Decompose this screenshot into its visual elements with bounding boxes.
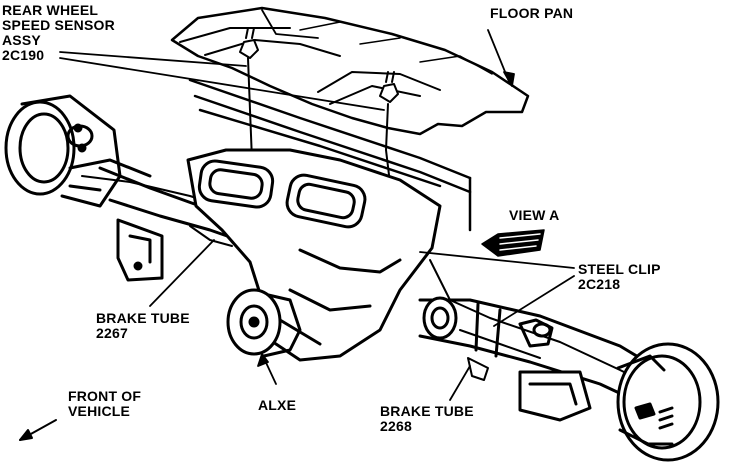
left-brake-drum: [4, 94, 122, 208]
brake-tube-2268-leader: [449, 365, 471, 401]
label-line: 2268: [380, 418, 412, 434]
right-brake-drum: [616, 342, 720, 462]
label-line: 2C190: [2, 47, 45, 63]
right-axle-tube: [418, 296, 652, 400]
brake-tube-2267-label: BRAKE TUBE 2267: [96, 311, 190, 341]
rear-wheel-speed-sensor-label: REAR WHEEL SPEED SENSOR ASSY 2C190: [2, 3, 115, 63]
label-line: FRONT OF: [68, 388, 142, 404]
label-line: SPEED SENSOR: [2, 17, 115, 33]
label-line: 2267: [96, 325, 128, 341]
view-a-arrow: [481, 229, 545, 257]
front-of-vehicle-arrow: [19, 419, 57, 441]
label-line: BRAKE TUBE: [380, 403, 474, 419]
brake-tube-2267-leader: [149, 239, 215, 307]
axle-leader: [257, 353, 277, 385]
steel-clip-label: STEEL CLIP 2C218: [578, 262, 661, 292]
frame-rails: [188, 78, 472, 232]
label-line: 2C218: [578, 276, 621, 292]
right-bracket: [518, 370, 592, 422]
floor-pan-drawing: [170, 6, 530, 136]
axle-flange: [226, 288, 302, 358]
label-line: VEHICLE: [68, 403, 131, 419]
label-line: STEEL CLIP: [578, 261, 661, 277]
axle-label: ALXE: [258, 397, 297, 413]
floor-pan-label: FLOOR PAN: [490, 5, 574, 21]
label-line: BRAKE TUBE: [96, 310, 190, 326]
front-of-vehicle-label: FRONT OF VEHICLE: [68, 389, 141, 419]
steel-clip-leaders: [419, 251, 575, 327]
label-line: ASSY: [2, 32, 41, 48]
differential-housing: [186, 148, 442, 362]
brake-tube-2268-label: BRAKE TUBE 2268: [380, 404, 474, 434]
label-line: REAR WHEEL: [2, 2, 99, 18]
sensor-leaders: [59, 29, 515, 111]
view-a-label: VIEW A: [509, 207, 560, 223]
